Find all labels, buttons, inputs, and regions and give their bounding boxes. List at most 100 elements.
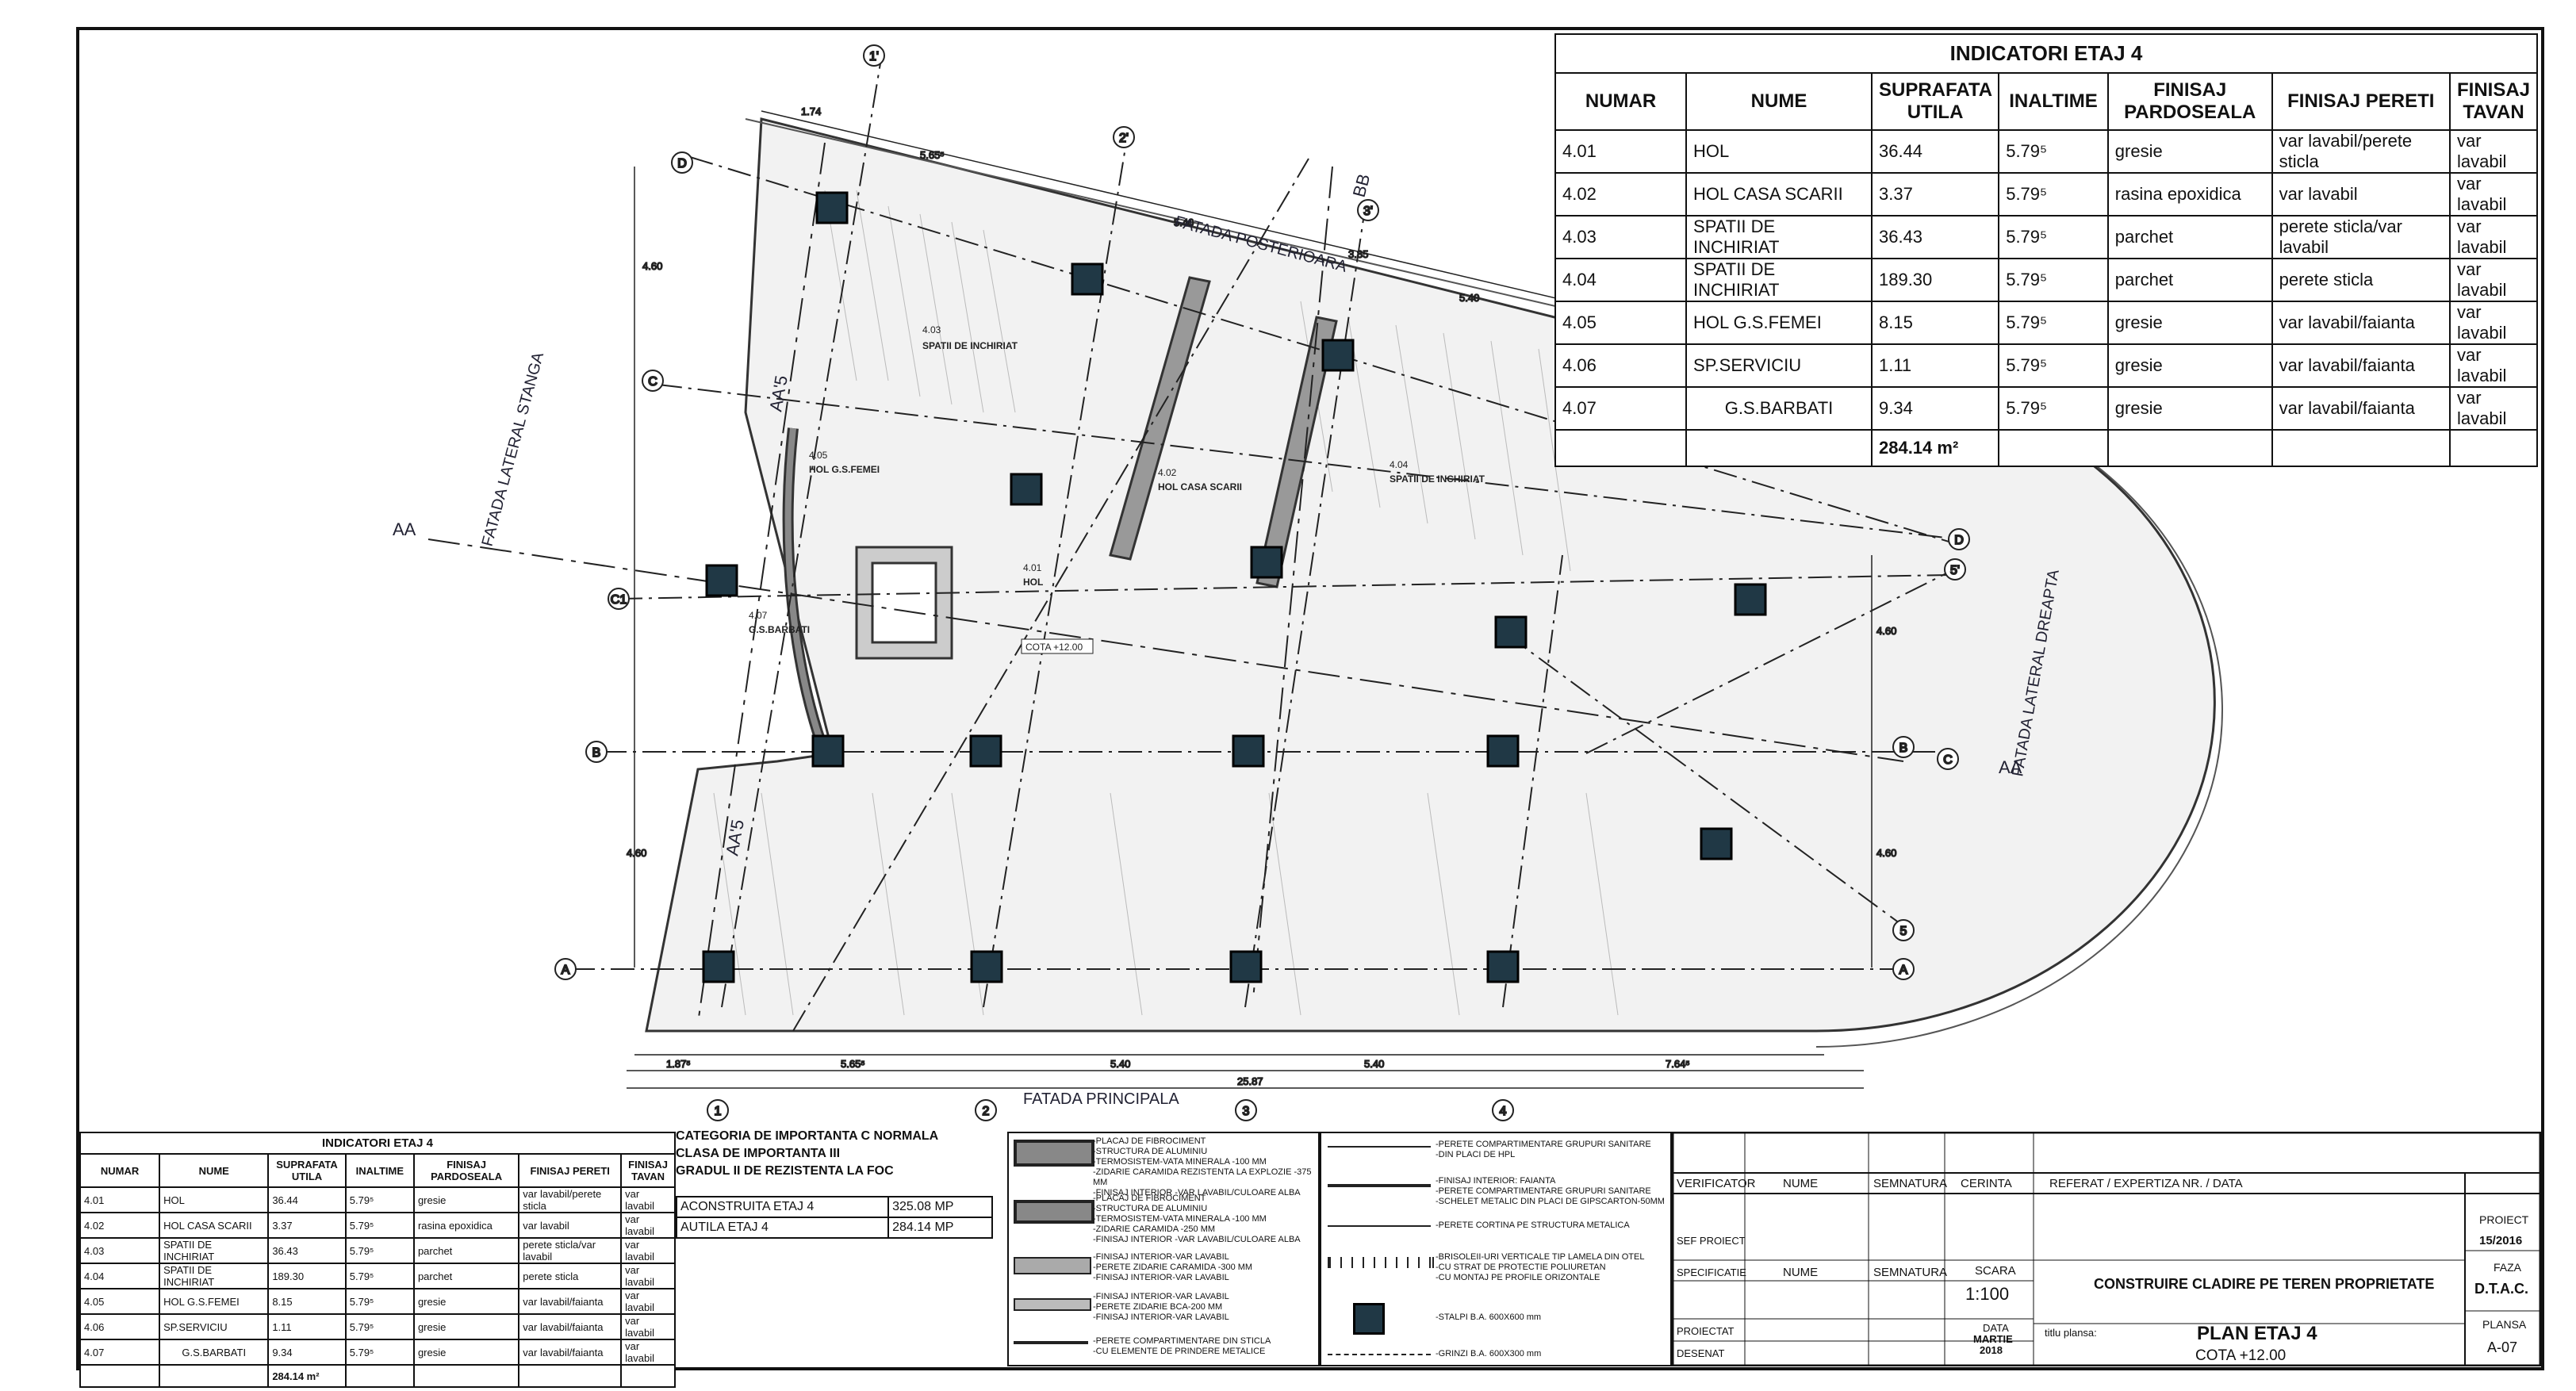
dim-side-3: 4.60 (1876, 625, 1896, 637)
cell: parchet (2106, 215, 2273, 259)
room-4.02-name: HOL CASA SCARII (1158, 481, 1242, 492)
cell: 9.34 (1870, 386, 2000, 431)
dim-top-2: 5.65⁵ (920, 149, 945, 161)
cell: HOL (159, 1186, 270, 1213)
cell: perete sticla/var lavabil (2271, 215, 2451, 259)
room-4.03-id: 4.03 (922, 324, 941, 335)
cell: 5.79⁵ (344, 1263, 415, 1289)
cell: var lavabil (2448, 172, 2539, 217)
category-block: CATEGORIA DE IMPORTANTA C NORMALA CLASA … (676, 1128, 993, 1180)
cell: gresie (412, 1186, 520, 1213)
columns (702, 191, 1767, 983)
tb-titlu-label: titlu plansa: (2045, 1327, 2097, 1339)
tb-scara-value: 1:100 (1965, 1284, 2009, 1304)
cell: 4.05 (79, 1288, 161, 1315)
cell: var lavabil/faianta (518, 1313, 623, 1340)
cell: 36.43 (267, 1237, 347, 1264)
cell: 9.34 (267, 1339, 347, 1366)
indicators-title-bottom: INDICATORI ETAJ 4 (79, 1132, 676, 1153)
section-bb: BB (1349, 171, 1374, 199)
col-suprafata: SUPRAFATA UTILA (1870, 72, 2000, 131)
line-type-3: -PERETE CORTINA PE STRUCTURA METALICA (1436, 1220, 1630, 1230)
cell: var lavabil/perete sticla (2271, 129, 2451, 174)
cell: 4.06 (79, 1313, 161, 1340)
line-type-1: -PERETE COMPARTIMENTARE GRUPURI SANITARE… (1436, 1140, 1651, 1159)
cell: perete sticla/var lavabil (518, 1237, 623, 1264)
col-suprafata: SUPRAFATA UTILA (267, 1153, 347, 1188)
cell: rasina epoxidica (412, 1212, 520, 1239)
cell: var lavabil (2448, 215, 2539, 259)
legend-lines: -PERETE COMPARTIMENTARE GRUPURI SANITARE… (1320, 1132, 1672, 1366)
cell: 36.43 (1870, 215, 2000, 259)
legend-walls: -PLACAJ DE FIBROCIMENT-STRUCTURA DE ALUM… (1007, 1132, 1320, 1366)
cell: 4.02 (79, 1212, 161, 1239)
wall-type-1-swatch (1014, 1140, 1094, 1167)
cell: 5.79⁵ (344, 1313, 415, 1340)
cell: 5.79⁵ (344, 1288, 415, 1315)
wall-type-2-swatch (1014, 1200, 1094, 1224)
cell: var lavabil (2448, 301, 2539, 345)
tb-specificatie: SPECIFICATIE (1677, 1266, 1746, 1278)
tb-referat: REFERAT / EXPERTIZA NR. / DATA (2049, 1177, 2243, 1190)
grid-bubble-5p: 5' (1950, 564, 1960, 577)
room-4.03-name: SPATII DE INCHIRIAT (922, 340, 1018, 351)
cell: SPATII DE INCHIRIAT (1685, 258, 1873, 302)
tb-cota: COTA +12.00 (2195, 1347, 2286, 1364)
dim-bottom-2: 5.65⁵ (841, 1058, 865, 1070)
column-swatch (1353, 1303, 1385, 1335)
facade-left: FATADA LATERAL STANGA (479, 350, 548, 548)
tb-data-value-1: MARTIE (1973, 1333, 2013, 1345)
cell: perete sticla (2271, 258, 2451, 302)
grid-bubble-b-right: B (1899, 741, 1908, 755)
wall-type-3-swatch (1014, 1257, 1091, 1274)
cell: parchet (412, 1237, 520, 1264)
wall-type-3: -FINISAJ INTERIOR-VAR LAVABIL-PERETE ZID… (1093, 1252, 1253, 1282)
cell: var lavabil (620, 1237, 676, 1264)
section-lines (427, 142, 1904, 1024)
dim-side-4: 4.60 (1876, 847, 1896, 859)
title-block: VERIFICATOR NUME SEMNATURA CERINTA REFER… (1672, 1132, 2541, 1366)
dim-bottom-3: 5.40 (1110, 1058, 1130, 1070)
dim-bottom-total: 25.87 (1237, 1075, 1263, 1087)
cell: gresie (412, 1313, 520, 1340)
cell: var lavabil (2271, 172, 2451, 217)
cell: 1.11 (1870, 343, 2000, 388)
cell: 4.07 (79, 1339, 161, 1366)
dim-top-1: 1.74 (801, 105, 821, 117)
cell: var lavabil (2448, 386, 2539, 431)
cell: 4.01 (1554, 129, 1688, 174)
cell: SP.SERVICIU (159, 1313, 270, 1340)
tb-plansa-value: A-07 (2487, 1339, 2517, 1355)
cell: 4.03 (79, 1237, 161, 1264)
cell: var lavabil (2448, 258, 2539, 302)
grid-bubble-b-left: B (592, 746, 601, 760)
cell: var lavabil (620, 1288, 676, 1315)
cota-tag: COTA +12.00 (1025, 642, 1083, 653)
grid-bubble-4: 4 (1500, 1105, 1507, 1118)
tb-data-value-2: 2018 (1980, 1344, 2003, 1356)
cell: var lavabil (2448, 129, 2539, 174)
cell: var lavabil (620, 1212, 676, 1239)
cell: 36.44 (267, 1186, 347, 1213)
cell: 8.15 (267, 1288, 347, 1315)
wall-type-1: -PLACAJ DE FIBROCIMENT-STRUCTURA DE ALUM… (1093, 1136, 1312, 1197)
grid-bubble-2p: 2' (1119, 132, 1129, 145)
dim-top-5: 3.85 (1348, 248, 1368, 260)
dim-side-1: 4.60 (642, 260, 662, 272)
indicators-title: INDICATORI ETAJ 4 (1554, 33, 2538, 72)
cell: var lavabil/perete sticla (518, 1186, 623, 1213)
stair-core (855, 276, 1338, 660)
room-4.05-name: HOL G.S.FEMEI (809, 464, 880, 475)
section-aa-left: AA (393, 519, 416, 539)
tb-faza-label: FAZA (2494, 1261, 2522, 1274)
grid-bubble-2: 2 (983, 1105, 990, 1118)
cell: SPATII DE INCHIRIAT (1685, 215, 1873, 259)
grid-bubble-d-left: D (677, 157, 687, 171)
dim-side-2: 4.60 (627, 847, 646, 859)
cell: 5.79⁵ (344, 1186, 415, 1213)
cell: gresie (2106, 343, 2273, 388)
